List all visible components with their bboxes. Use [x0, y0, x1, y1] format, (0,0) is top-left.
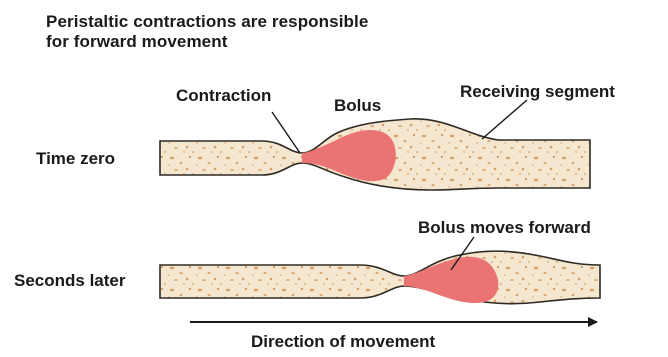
receiving-segment-pointer	[482, 100, 527, 139]
tube-seconds-later	[160, 251, 600, 304]
tube-seconds-later-body	[160, 251, 600, 304]
time-zero-label: Time zero	[36, 149, 115, 169]
diagram-title: Peristaltic contractions are responsible…	[46, 12, 368, 51]
seconds-later-label: Seconds later	[14, 271, 126, 291]
bolus-seconds-later	[404, 257, 498, 303]
bolus-label: Bolus	[334, 96, 381, 116]
receiving-segment-label: Receiving segment	[460, 82, 615, 102]
title-line-2: for forward movement	[46, 32, 368, 52]
bolus-moves-forward-label: Bolus moves forward	[418, 218, 591, 238]
tube-time-zero	[160, 119, 590, 190]
direction-of-movement-label: Direction of movement	[251, 332, 435, 352]
bolus-time-zero	[302, 130, 396, 181]
contraction-label: Contraction	[176, 86, 271, 106]
title-line-1: Peristaltic contractions are responsible	[46, 12, 368, 32]
